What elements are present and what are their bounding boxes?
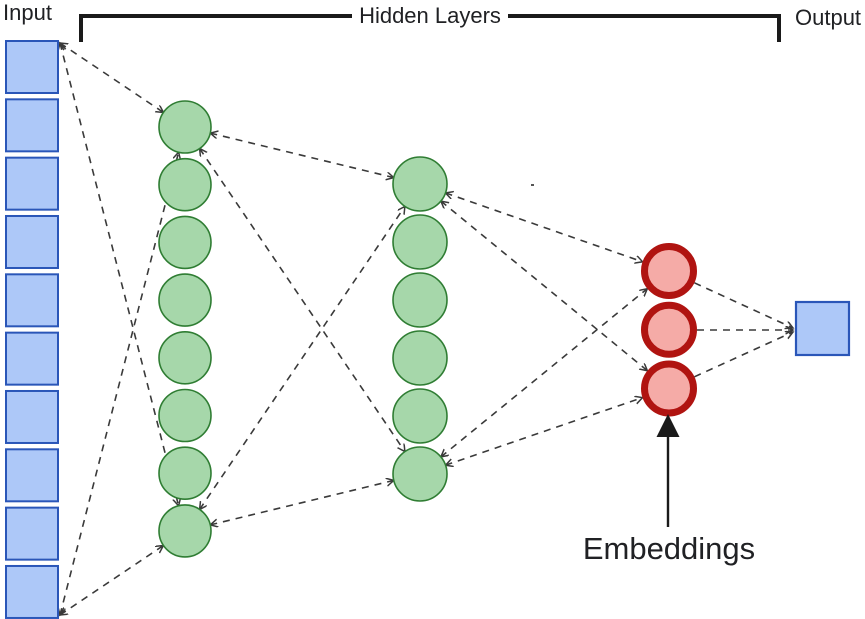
input-square (5, 40, 59, 94)
input-square (5, 448, 59, 503)
connection-line-hidden2-top-to-embedding-top (446, 193, 643, 262)
output-square (794, 300, 851, 357)
connection-line-input-bottom-to-hidden1-top (60, 152, 179, 615)
connection-line-embedding-bottom-to-output (694, 332, 793, 378)
hidden-layers-bracket (79, 14, 781, 42)
hidden1-node (158, 100, 212, 154)
input-square (5, 331, 59, 386)
input-square (5, 214, 59, 269)
connection-line-embedding-top-to-output (694, 282, 793, 328)
hidden1-node (158, 215, 212, 270)
hidden1-node (158, 273, 212, 327)
embeddings-label: Embeddings (583, 531, 755, 566)
input-square (5, 98, 59, 153)
connection-lines-group (60, 43, 793, 615)
hidden2-node (392, 388, 448, 444)
connection-line-hidden1-top-to-hidden2-bottom (200, 149, 405, 452)
hidden1-node (158, 157, 212, 212)
input-square (5, 506, 59, 561)
embedding-node (641, 360, 697, 417)
stray-mark (531, 184, 534, 186)
input-square (5, 156, 59, 211)
hidden1-node (158, 446, 212, 501)
hidden1-node (158, 504, 212, 558)
connection-line-hidden1-top-to-hidden2-top (210, 133, 393, 178)
input-square (5, 389, 59, 444)
hidden2-node (392, 272, 448, 328)
hidden2-node (392, 330, 448, 386)
output-label: Output (795, 5, 861, 30)
embeddings-arrow-head (656, 414, 680, 437)
input-square (5, 564, 59, 619)
connection-line-input-bottom-to-hidden1-bottom (60, 546, 163, 616)
annotations-group (79, 14, 781, 527)
connection-line-input-top-to-hidden1-bottom (60, 43, 179, 506)
hidden-layers-label: Hidden Layers (359, 3, 501, 28)
hidden2-node (392, 156, 448, 212)
nodes-group (5, 40, 851, 619)
hidden2-node (392, 446, 448, 502)
connection-line-hidden2-bottom-to-embedding-bottom (446, 398, 643, 466)
hidden1-node (158, 330, 212, 385)
hidden1-node (158, 388, 212, 443)
connection-line-hidden1-bottom-to-hidden2-top (200, 206, 405, 509)
connection-line-input-top-to-hidden1-top (60, 43, 164, 113)
connection-line-hidden1-bottom-to-hidden2-bottom (210, 480, 393, 525)
hidden2-node (392, 214, 448, 270)
input-label: Input (3, 0, 52, 25)
embedding-node (641, 243, 697, 299)
embedding-node (641, 301, 697, 358)
input-square (5, 273, 59, 328)
